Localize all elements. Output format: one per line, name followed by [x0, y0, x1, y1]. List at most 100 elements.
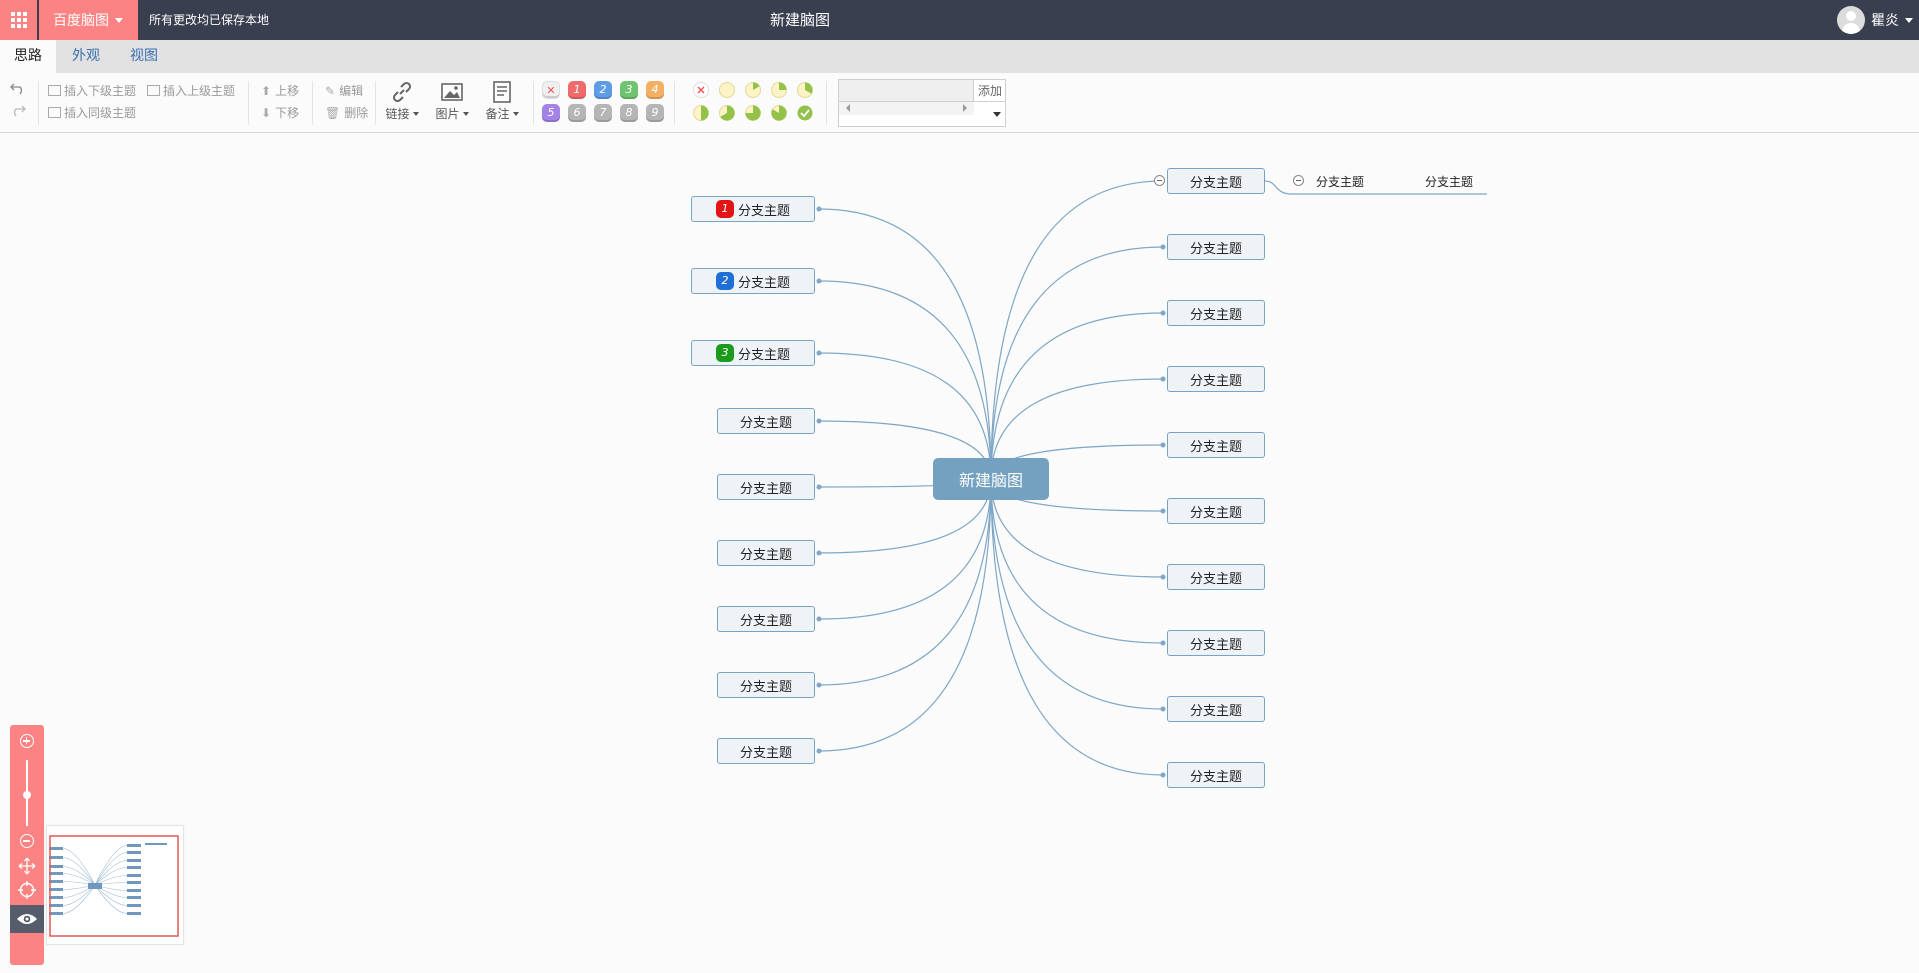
branch-topic[interactable]: 分支主题	[1167, 762, 1265, 788]
connector-dot	[1160, 310, 1166, 316]
tag-input[interactable]	[839, 80, 974, 102]
priority-5-icon[interactable]: 5	[542, 104, 560, 122]
note-button[interactable]: 备注	[482, 79, 522, 122]
branch-topic[interactable]: 分支主题	[717, 540, 815, 566]
subtopic[interactable]: 分支主题	[1425, 175, 1474, 189]
move-up-label: 上移	[275, 84, 300, 98]
delete-button[interactable]: 🗑删除	[325, 104, 368, 121]
document-title[interactable]: 新建脑图	[769, 11, 830, 29]
branch-topic[interactable]: 分支主题	[1167, 432, 1265, 458]
tag-add-button[interactable]: 添加	[974, 80, 1006, 102]
zoom-slider-handle[interactable]	[23, 791, 31, 799]
branch-topic[interactable]: 分支主题	[1167, 564, 1265, 590]
tag-scrollbar[interactable]	[839, 102, 974, 115]
insert-sibling-button[interactable]: 插入同级主题	[48, 104, 136, 121]
priority-1-icon[interactable]: 1	[568, 81, 586, 99]
branch-topic[interactable]: 分支主题	[717, 474, 815, 500]
branch-topic-label: 分支主题	[1189, 505, 1242, 521]
collapse-toggle-icon[interactable]	[1293, 175, 1304, 186]
branch-topic[interactable]: 分支主题	[717, 606, 815, 632]
branch-topic-label: 分支主题	[1189, 703, 1242, 719]
tab-view[interactable]: 视图	[130, 48, 158, 64]
move-up-button[interactable]: ⬆上移	[261, 82, 299, 99]
apps-menu-button[interactable]	[0, 0, 37, 40]
priority-3-icon[interactable]: 3	[620, 81, 638, 99]
image-button[interactable]: 图片	[432, 79, 472, 122]
zoom-in-button[interactable]	[18, 732, 36, 750]
tag-dropdown[interactable]	[974, 102, 1006, 127]
chevron-left-icon[interactable]	[845, 104, 851, 112]
priority-8-icon[interactable]: 8	[620, 104, 638, 122]
progress-1-icon[interactable]	[744, 81, 762, 99]
subtopic[interactable]: 分支主题	[1316, 175, 1365, 189]
branch-topic-label: 分支主题	[1189, 241, 1242, 257]
branch-topic[interactable]: 分支主题	[717, 672, 815, 698]
progress-clear-icon[interactable]	[692, 81, 710, 99]
progress-2-icon[interactable]	[770, 81, 788, 99]
image-label: 图片	[435, 107, 460, 121]
connector-dot	[1160, 442, 1166, 448]
branch-topic[interactable]: 分支主题	[1167, 498, 1265, 524]
priority-7-icon[interactable]: 7	[594, 104, 612, 122]
branch-topic[interactable]: 分支主题	[1167, 168, 1265, 194]
divider	[312, 81, 313, 125]
priority-4-icon[interactable]: 4	[646, 81, 664, 99]
branch-topic[interactable]: 分支主题	[1167, 234, 1265, 260]
priority-2-icon[interactable]: 2	[594, 81, 612, 99]
branch-topic[interactable]: 分支主题	[1167, 630, 1265, 656]
insert-sibling-label: 插入同级主题	[64, 106, 137, 120]
link-button[interactable]: 链接	[382, 79, 422, 122]
branch-topic[interactable]: 分支主题	[1167, 366, 1265, 392]
brand-label: 百度脑图	[53, 13, 109, 29]
priority-clear-icon[interactable]: ✕	[542, 81, 560, 99]
zoom-panel	[10, 725, 44, 965]
connector-line	[990, 478, 1164, 776]
root-topic[interactable]: 新建脑图	[933, 458, 1049, 500]
branch-topic[interactable]: 分支主题	[717, 408, 815, 434]
branch-topic[interactable]: 分支主题	[717, 738, 815, 764]
tab-idea[interactable]: 思路	[0, 40, 56, 73]
brand-menu-button[interactable]: 百度脑图	[39, 0, 138, 40]
priority-6-icon[interactable]: 6	[568, 104, 586, 122]
navigator-minimap[interactable]	[46, 825, 184, 945]
progress-done-icon[interactable]	[796, 104, 814, 122]
branch-topic-label: 分支主题	[739, 481, 792, 497]
redo-icon[interactable]	[9, 103, 27, 117]
minimap-node	[127, 844, 141, 847]
minimap-node	[127, 912, 141, 915]
tab-appearance[interactable]: 外观	[72, 48, 100, 64]
insert-parent-button[interactable]: 插入上级主题	[147, 82, 235, 99]
navigator-toggle-button[interactable]	[10, 905, 44, 933]
eye-icon	[17, 914, 37, 924]
priority-9-icon[interactable]: 9	[646, 104, 664, 122]
branch-topic[interactable]: 分支主题	[1167, 696, 1265, 722]
progress-0-icon[interactable]	[718, 81, 736, 99]
user-menu[interactable]: 瞿炎	[1837, 0, 1913, 40]
insert-child-button[interactable]: 插入下级主题	[48, 82, 136, 99]
branch-topic-label: 分支主题	[737, 275, 790, 291]
move-down-label: 下移	[275, 106, 300, 120]
collapse-toggle-icon[interactable]	[1154, 175, 1165, 186]
branch-topic[interactable]: 分支主题	[1167, 300, 1265, 326]
undo-icon[interactable]	[9, 81, 27, 95]
progress-5-icon[interactable]	[718, 104, 736, 122]
progress-7-icon[interactable]	[770, 104, 788, 122]
edit-button[interactable]: ✎编辑	[325, 82, 363, 99]
minimap-node	[127, 859, 141, 862]
progress-3-icon[interactable]	[796, 81, 814, 99]
chevron-right-icon[interactable]	[962, 104, 968, 112]
progress-6-icon[interactable]	[744, 104, 762, 122]
divider	[248, 81, 249, 125]
move-down-button[interactable]: ⬇下移	[261, 104, 299, 121]
minimap-node	[49, 896, 63, 899]
connector-dot	[1160, 706, 1166, 712]
move-button[interactable]	[18, 857, 36, 875]
progress-4-icon[interactable]	[692, 104, 710, 122]
locate-root-button[interactable]	[18, 881, 36, 899]
connector-dot	[816, 206, 822, 212]
zoom-out-button[interactable]	[18, 832, 36, 850]
